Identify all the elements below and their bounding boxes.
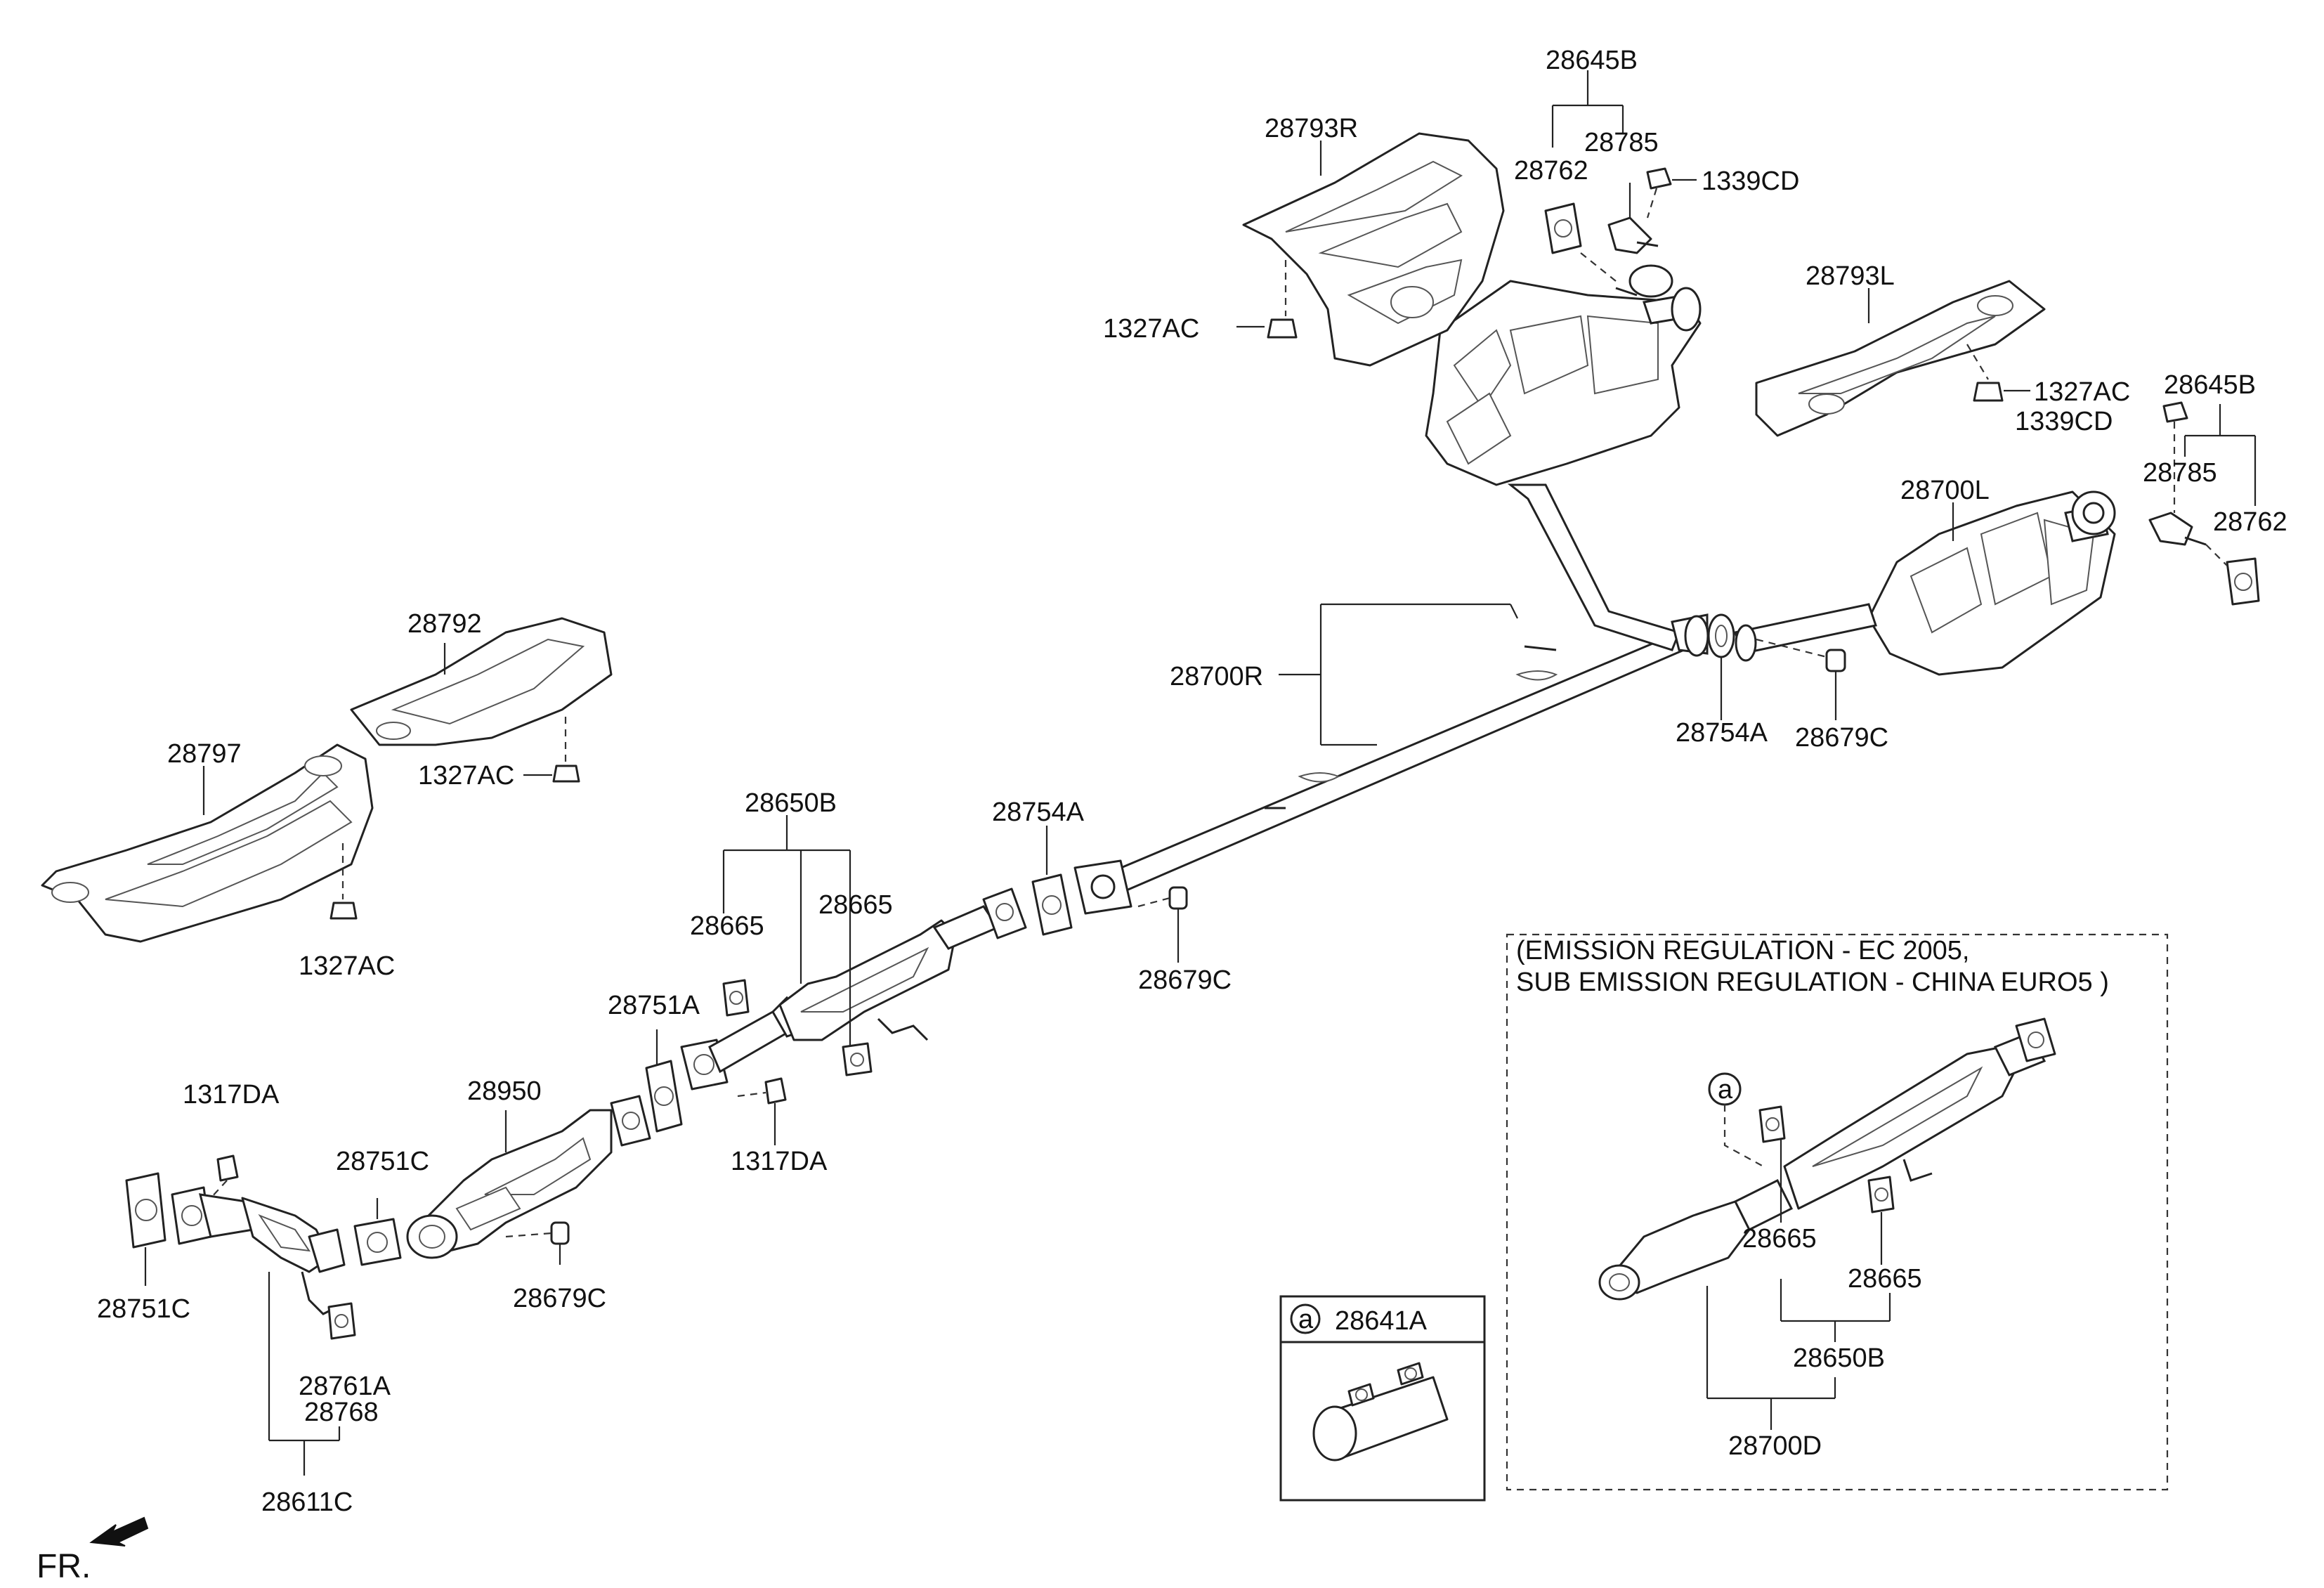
label-28611c: 28611C [261,1488,353,1517]
nut-1317da-mid [737,1077,787,1145]
bracket-28785-right [2148,512,2207,546]
gasket-28751c-mid [353,1198,402,1266]
rubber-hanger-28762-right [2205,544,2260,606]
gasket-28754a-right [1707,613,1735,658]
rubber-hanger-28665-b [842,1042,873,1076]
label-1327ac-right: 1327AC [2034,377,2130,407]
rear-muffler-left [1734,490,2116,676]
label-28785-right: 28785 [2143,458,2217,488]
label-28751c-left: 28751C [97,1294,190,1324]
nut-28679c-low [505,1221,570,1265]
nut-1339cd-top [1646,167,1697,219]
rubber-hanger-28665-a [722,979,750,1017]
nut-1327ac-right [1973,382,2030,402]
label-28650b: 28650B [745,788,837,818]
rear-muffler-right [1425,264,1702,486]
heat-shield-28792 [350,617,613,766]
label-28751c-mid: 28751C [336,1147,429,1176]
label-28700l: 28700L [1900,476,1990,505]
label-28679c-mid: 28679C [1138,965,1232,995]
nut-1327ac-mid [523,764,580,783]
label-1317da-mid: 1317DA [731,1147,828,1176]
inset-clamp-28641a: a 28641A [1279,1295,1486,1502]
label-28751a: 28751A [608,991,700,1020]
label-1339cd-right: 1339CD [2015,407,2113,436]
heat-shield-28797 [41,743,374,943]
label-1327ac-left: 1327AC [299,951,395,981]
label-1327ac-mid: 1327AC [418,761,514,790]
label-28700r: 28700R [1170,662,1263,691]
nut-1327ac-top [1236,318,1298,339]
label-1339cd-top: 1339CD [1702,167,1799,196]
label-28700d: 28700D [1728,1431,1822,1461]
label-28785-top: 28785 [1584,128,1659,157]
rubber-hanger-28761a [327,1302,356,1340]
emission-note-line1: (EMISSION REGULATION - EC 2005, [1516,936,1969,965]
label-28754a-right: 28754A [1676,718,1768,748]
label-28641a: 28641A [1335,1306,1428,1336]
label-28754a-mid: 28754A [992,798,1085,827]
fr-label: FR. [37,1548,91,1585]
heat-shield-28793r [1242,132,1505,367]
label-28792: 28792 [407,609,482,639]
label-28665-inset-a: 28665 [1742,1224,1817,1254]
label-28665-inset-b: 28665 [1848,1264,1922,1294]
label-28650b-inset: 28650B [1793,1343,1885,1373]
label-28768: 28768 [304,1398,379,1427]
nut-28679c-mid [1137,886,1188,963]
gasket-28751a [645,1060,683,1133]
label-28762-right: 28762 [2213,507,2287,537]
label-1317da-left: 1317DA [183,1080,280,1109]
emission-note-line2: SUB EMISSION REGULATION - CHINA EURO5 ) [1516,968,2109,997]
center-pipe [1073,483,1709,915]
inset-emission-variant: (EMISSION REGULATION - EC 2005, SUB EMIS… [1506,933,2169,1491]
inset-variant-ref-letter: a [1718,1075,1733,1105]
front-pipe-28611c [171,1186,346,1315]
gasket-28751c-left [125,1172,167,1286]
label-28761a: 28761A [299,1372,391,1401]
gasket-28754a-mid [1031,873,1073,936]
label-1327ac-top: 1327AC [1103,314,1199,344]
label-28793r: 28793R [1265,114,1358,143]
nut-1317da-left [210,1154,239,1199]
label-28762-top: 28762 [1514,156,1588,186]
label-28679c-low: 28679C [513,1284,606,1313]
label-28950: 28950 [467,1076,542,1106]
bracket-28785-top [1607,183,1659,254]
label-28645b-top: 28645B [1546,46,1638,75]
leader-lines [202,70,2257,1476]
front-arrow-icon [89,1516,149,1547]
label-28679c-right: 28679C [1795,723,1888,753]
part-labels: 28645B 28785 28762 1339CD 28793R 1327AC … [97,46,2287,1517]
label-28645b-right: 28645B [2164,370,2256,400]
inset-ref-letter: a [1298,1305,1314,1334]
label-28665-b: 28665 [818,890,893,920]
label-28793l: 28793L [1806,261,1895,291]
front-direction-indicator: FR. [37,1516,149,1585]
label-28797: 28797 [167,739,242,769]
nut-1327ac-left [329,902,358,920]
heat-shield-28793l [1755,280,2046,437]
rubber-hanger-28762-top [1544,202,1617,282]
catalytic-converter-28950 [406,1095,651,1259]
label-28665-a: 28665 [690,911,764,941]
nut-1339cd-right [2162,401,2188,513]
front-muffler-pipe-28650b [680,887,1027,1091]
